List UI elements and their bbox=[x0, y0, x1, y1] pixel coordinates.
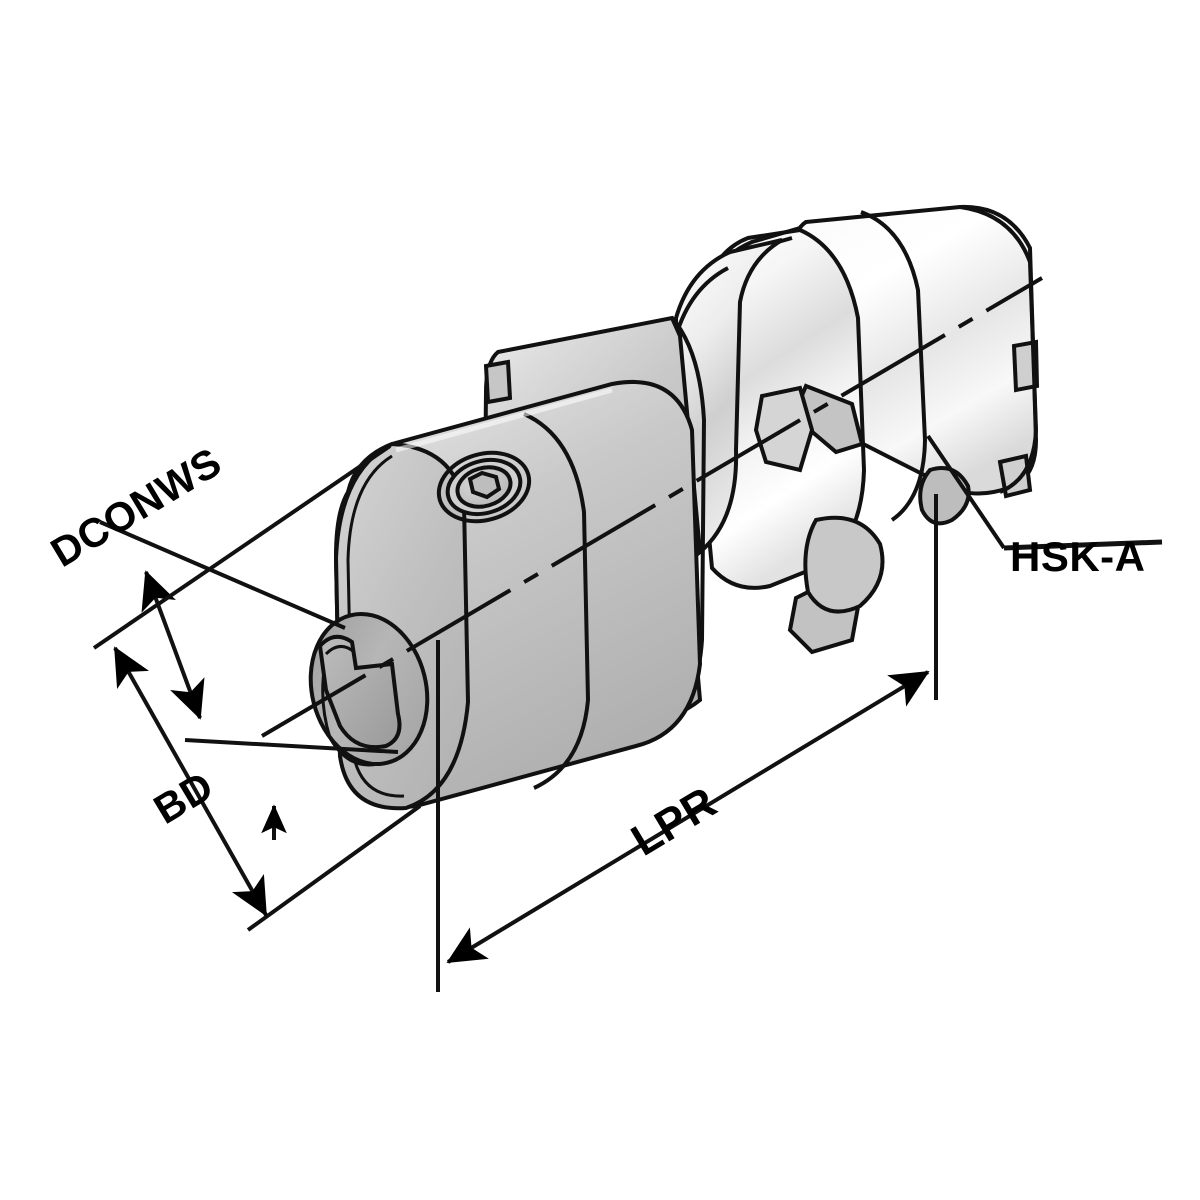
body-top-highlight bbox=[395, 387, 613, 453]
hsk-rear-face-edge bbox=[959, 205, 1039, 494]
body-cone-notch bbox=[483, 359, 513, 405]
dimension-lpr bbox=[436, 494, 938, 992]
hsk-shank-assembly bbox=[495, 204, 1040, 655]
bd-ext-line-upper bbox=[92, 444, 392, 650]
hex-socket-icon bbox=[467, 470, 502, 500]
callout-label-hsk-a: HSK-A bbox=[1010, 533, 1146, 580]
flange-notch-top bbox=[1011, 339, 1040, 393]
hsk-drive-pocket bbox=[803, 515, 885, 614]
holder-body-assembly bbox=[308, 315, 707, 811]
lpr-dimension-line bbox=[446, 670, 930, 964]
hsk-leader-underline bbox=[1003, 539, 1163, 551]
hsk-lower-relief bbox=[918, 466, 971, 526]
set-screw-outer-ring bbox=[436, 450, 532, 524]
dimension-bd bbox=[92, 444, 422, 932]
hsk-leader-line bbox=[926, 434, 1006, 550]
set-screw-assembly bbox=[436, 450, 532, 524]
hsk-barrel-ring bbox=[860, 210, 928, 522]
dconws-ext-line-upper bbox=[99, 520, 346, 630]
bore-keyway-edge bbox=[324, 645, 355, 656]
body-front-chamfer bbox=[346, 454, 405, 798]
bd-dimension-line bbox=[113, 646, 268, 917]
bd-ext-line-lower bbox=[246, 804, 422, 932]
leader-hsk bbox=[926, 434, 1163, 551]
axis-centerline bbox=[260, 276, 1044, 738]
bore-keyway bbox=[317, 634, 402, 749]
